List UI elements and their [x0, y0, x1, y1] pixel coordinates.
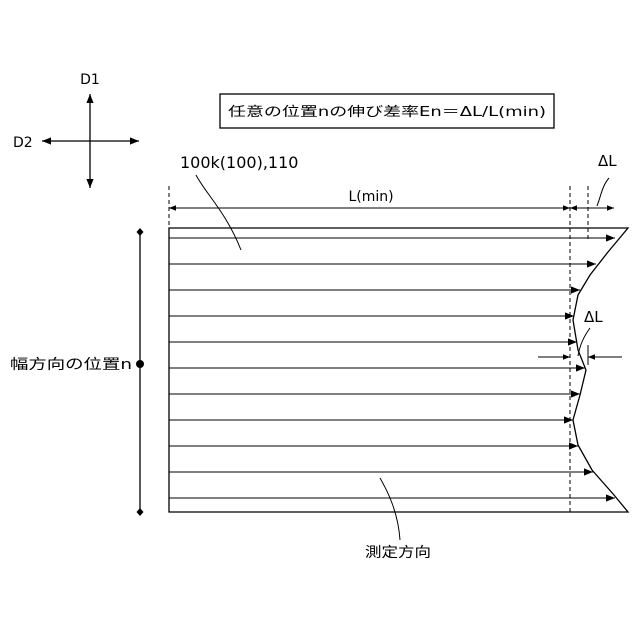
position-n-marker: [136, 360, 144, 368]
direction-compass: D1 D2: [13, 72, 139, 188]
delta-l-mid-label: ΔL: [584, 308, 603, 326]
d2-label: D2: [13, 135, 33, 151]
sheet: [169, 228, 628, 512]
formula-box: 任意の位置nの伸び差率En＝ΔL/L(min): [220, 94, 554, 128]
width-axis-top-marker: [137, 228, 144, 236]
lmin-label: L(min): [348, 189, 393, 205]
width-position-label: 幅方向の位置n: [10, 357, 132, 373]
measurement-direction: 測定方向: [365, 478, 431, 561]
measurement-direction-leader: [380, 478, 400, 540]
sheet-reference: 100k(100),110: [180, 153, 298, 250]
delta-l-top-leader: [597, 178, 609, 206]
width-axis: 幅方向の位置n: [10, 228, 144, 516]
delta-l-top-label: ΔL: [598, 152, 617, 170]
lmin-dimension: L(min): [169, 189, 570, 208]
d1-label: D1: [80, 72, 100, 88]
sheet-outline: [169, 228, 628, 512]
reference-lines: [169, 186, 588, 512]
sheet-reference-label: 100k(100),110: [180, 153, 298, 172]
formula-text: 任意の位置nの伸び差率En＝ΔL/L(min): [228, 104, 546, 120]
width-axis-bottom-marker: [137, 508, 144, 516]
measurement-arrows: [169, 238, 615, 498]
delta-l-top-dimension: ΔL: [570, 152, 617, 208]
sheet-reference-leader: [196, 175, 241, 250]
measurement-direction-label: 測定方向: [365, 545, 431, 561]
